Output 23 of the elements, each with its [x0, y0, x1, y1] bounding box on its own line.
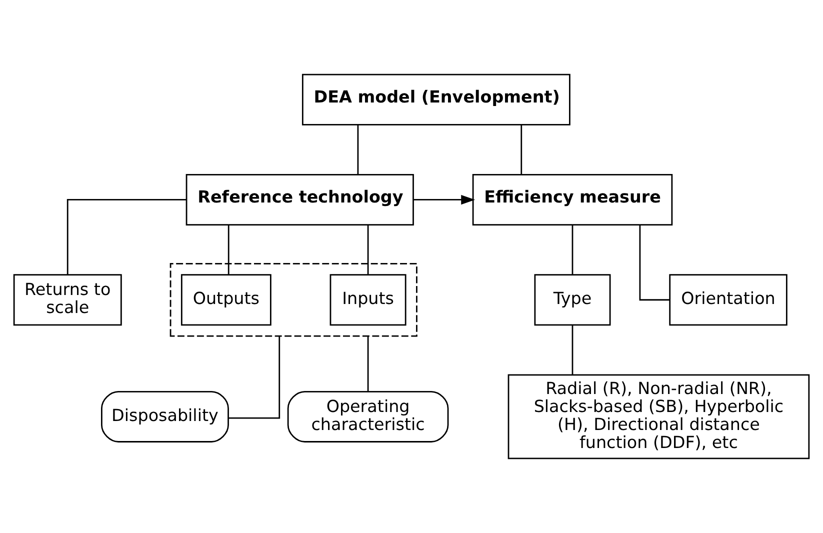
connector: [639, 225, 670, 301]
connector: [357, 124, 359, 174]
connector: [520, 124, 522, 174]
node-box: Reference technology: [186, 174, 414, 226]
node-box: Type: [534, 274, 611, 326]
node-box: Efficiency measure: [472, 174, 673, 226]
connector: [228, 225, 230, 274]
connector: [572, 325, 574, 375]
connector: [572, 225, 574, 274]
node-box: Disposability: [101, 390, 229, 442]
node-box: Returns to scale: [13, 274, 122, 326]
connector: [367, 336, 369, 392]
node-box: Orientation: [669, 274, 788, 326]
node-box: Inputs: [330, 274, 406, 326]
connector: [367, 225, 369, 274]
node-box: Operating characteristic: [287, 390, 449, 442]
connector: [66, 199, 186, 275]
cluster: [170, 263, 418, 337]
node-box: Radial (R), Non-radial (NR), Slacks-based (SB), Hyperbolic (H), Directional distance function (DDF), etc: [508, 374, 810, 460]
arrow: [414, 194, 476, 205]
connector: [228, 336, 280, 419]
node-box: Outputs: [180, 274, 272, 326]
node-box: DEA model (Envelopment): [302, 74, 570, 126]
